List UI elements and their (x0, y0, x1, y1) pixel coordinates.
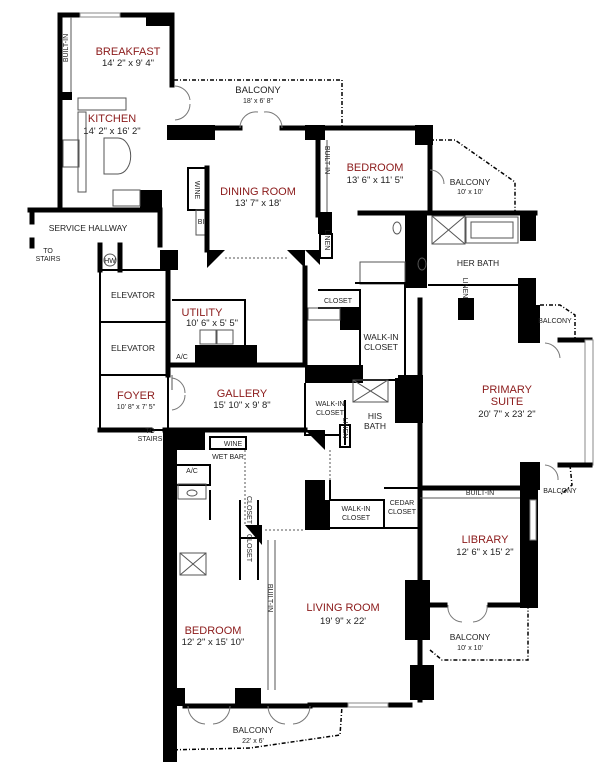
room-kitchen-dims: 14' 2" x 16' 2" (83, 126, 140, 137)
built-in-label: BUILT-IN (466, 490, 494, 497)
balcony-primary-bottom-name: BALCONY (543, 488, 577, 495)
closet-label: CLOSET (324, 298, 353, 305)
balcony-living-dims: 10' x 10' (457, 645, 483, 652)
labels: BREAKFAST 14' 2" x 9' 4" BUILT-IN BALCON… (36, 34, 577, 745)
her-bath-label: HER BATH (457, 258, 499, 268)
room-breakfast-name: BREAKFAST (96, 46, 161, 58)
cedar-closet-label: CLOSET (388, 509, 417, 516)
balcony-primary-top-name: BALCONY (538, 318, 572, 325)
ac-label: A/C (186, 468, 198, 475)
balcony-north-name: BALCONY (235, 85, 281, 96)
room-library-name: LIBRARY (462, 534, 510, 546)
balcony-south-dims: 22' x 6' (242, 738, 264, 745)
room-bedroom-north-name: BEDROOM (347, 162, 404, 174)
to-stairs-label: TO (43, 248, 53, 255)
ac-label: A/C (176, 354, 188, 361)
bi-label: BI (198, 219, 205, 226)
walk-in-closet-label: CLOSET (342, 515, 371, 522)
built-in-label: BUILT-IN (323, 146, 330, 174)
room-bedroom-south-name: BEDROOM (185, 625, 242, 637)
linen-label: LINEN (461, 278, 468, 299)
room-kitchen-name: KITCHEN (88, 113, 136, 125)
his-bath-label: HIS (368, 411, 383, 421)
balcony-bedroom-dims: 10' x 10' (457, 189, 483, 196)
room-foyer-dims: 10' 8" x 7' 5" (117, 404, 156, 411)
room-bedroom-north-dims: 13' 6" x 11' 5" (347, 175, 404, 186)
walk-in-closet-label: CLOSET (316, 410, 345, 417)
closet-label: CLOSET (245, 496, 252, 525)
walls (27, 12, 594, 762)
walk-in-closet-label: CLOSET (364, 342, 398, 352)
wine-label: WINE (224, 441, 243, 448)
to-stairs-label: STAIRS (36, 256, 61, 263)
water-heater-label: HW (104, 258, 116, 265)
to-stairs-label: STAIRS (138, 436, 163, 443)
room-living-name: LIVING ROOM (306, 602, 379, 614)
room-utility-dims: 10' 6" x 5' 5" (186, 318, 238, 329)
to-stairs-label: TO (145, 428, 155, 435)
linen-label: LINEN (323, 230, 330, 251)
his-bath-label: BATH (364, 421, 386, 431)
room-primary-suite-name: PRIMARY (482, 384, 533, 396)
room-gallery-name: GALLERY (217, 388, 268, 400)
elevator-1-label: ELEVATOR (111, 290, 155, 300)
walk-in-closet-label: WALK-IN (342, 506, 371, 513)
room-dining-dims: 13' 7" x 18' (235, 198, 281, 209)
walk-in-closet-label: WALK-IN (316, 401, 345, 408)
closet-label: CLOSET (245, 534, 252, 563)
built-in-label: BUILT-IN (63, 34, 70, 62)
room-living-dims: 19' 9" x 22' (320, 616, 366, 627)
linen-label: LINEN (341, 418, 348, 439)
room-library-dims: 12' 6" x 15' 2" (456, 547, 513, 558)
room-dining-name: DINING ROOM (220, 186, 296, 198)
wet-bar-label: WET BAR (212, 454, 244, 461)
wine-label: WINE (193, 181, 200, 200)
room-foyer-name: FOYER (117, 390, 155, 402)
balcony-bedroom-name: BALCONY (450, 177, 491, 187)
room-utility-name: UTILITY (182, 307, 224, 319)
built-in-label: BUILT-IN (266, 584, 273, 612)
balcony-living-name: BALCONY (450, 632, 491, 642)
walk-in-closet-label: WALK-IN (363, 332, 398, 342)
balcony-south-name: BALCONY (233, 725, 274, 735)
room-primary-suite-dims: 20' 7" x 23' 2" (478, 409, 535, 420)
service-hallway-label: SERVICE HALLWAY (49, 223, 128, 233)
room-gallery-dims: 15' 10" x 9' 8" (213, 400, 270, 411)
room-bedroom-south-dims: 12' 2" x 15' 10" (182, 637, 245, 648)
balcony-north-dims: 18' x 6' 8" (243, 98, 274, 105)
room-breakfast-dims: 14' 2" x 9' 4" (102, 58, 154, 69)
elevator-2-label: ELEVATOR (111, 343, 155, 353)
cedar-closet-label: CEDAR (390, 500, 415, 507)
room-primary-suite-name: SUITE (491, 396, 523, 408)
